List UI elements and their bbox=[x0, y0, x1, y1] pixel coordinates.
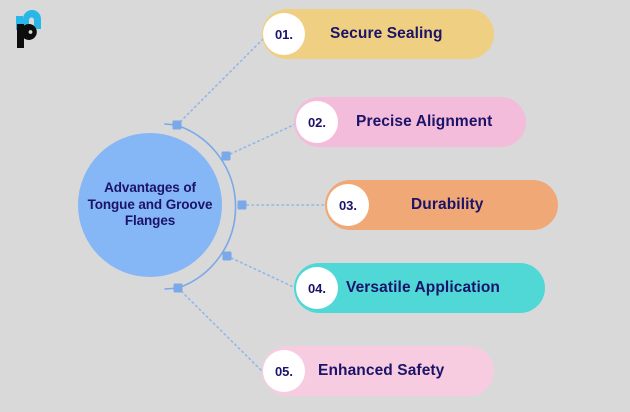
item-label: Versatile Application bbox=[346, 279, 500, 296]
item-label: Durability bbox=[411, 196, 484, 213]
item-number-badge: 02. bbox=[296, 101, 338, 143]
item-number-badge: 05. bbox=[263, 350, 305, 392]
item-number-badge: 04. bbox=[296, 267, 338, 309]
center-topic-label: Advantages of Tongue and Groove Flanges bbox=[87, 179, 213, 229]
item-label: Enhanced Safety bbox=[318, 362, 445, 379]
item-label: Secure Sealing bbox=[330, 25, 443, 42]
item-number-badge: 03. bbox=[327, 184, 369, 226]
brand-logo-icon bbox=[12, 8, 58, 52]
item-number-badge: 01. bbox=[263, 13, 305, 55]
list-item[interactable]: Enhanced Safety bbox=[262, 346, 494, 396]
item-label: Precise Alignment bbox=[356, 113, 493, 130]
center-topic-circle: Advantages of Tongue and Groove Flanges bbox=[78, 133, 222, 277]
